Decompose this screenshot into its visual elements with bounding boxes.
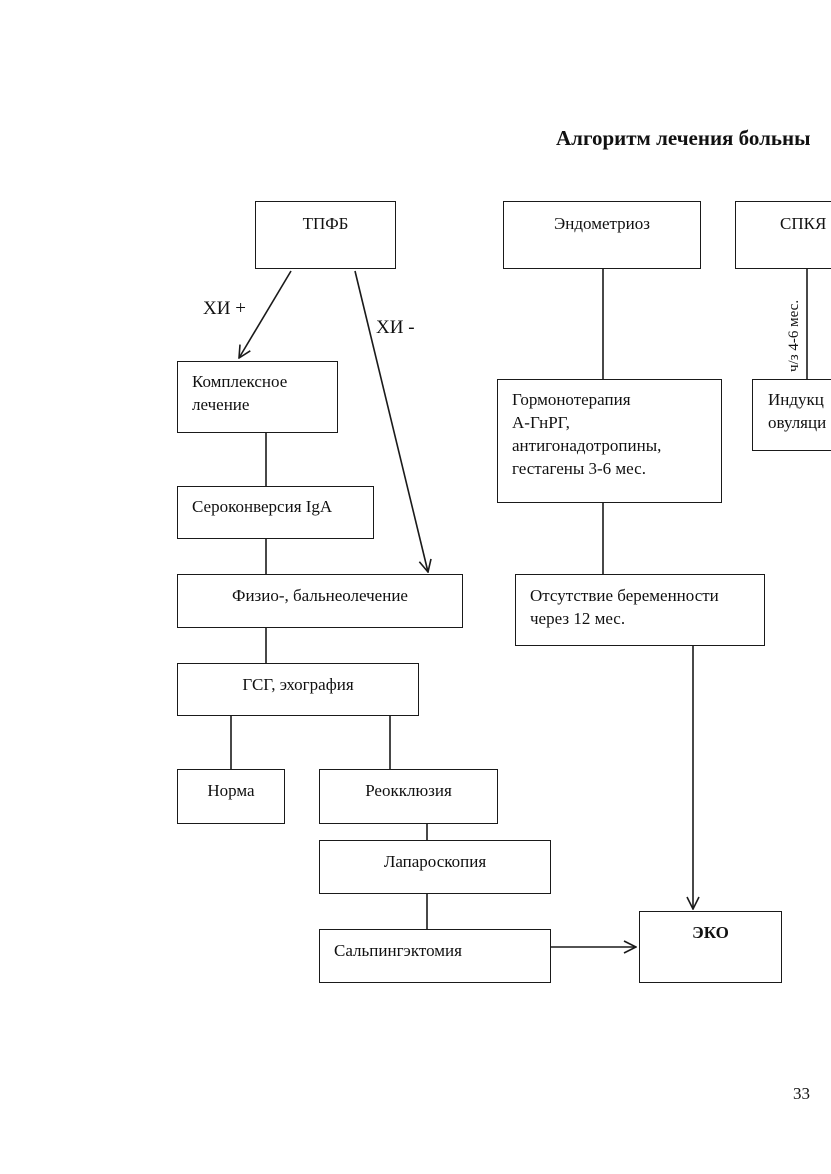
box-laparoscopy: Лапароскопия [319, 840, 551, 894]
box-no-pregnancy-label: Отсутствие беременности через 12 мес. [530, 586, 719, 628]
box-salpingectomy-label: Сальпингэктомия [334, 941, 462, 960]
box-endometriosis-label: Эндометриоз [554, 214, 650, 233]
label-hi-minus: ХИ - [376, 317, 415, 338]
label-hi-plus: ХИ + [203, 298, 246, 319]
box-salpingectomy: Сальпингэктомия [319, 929, 551, 983]
box-tpfb: ТПФБ [255, 201, 396, 269]
box-gsg: ГСГ, эхография [177, 663, 419, 716]
box-hormone-therapy-label: Гормонотерапия А-ГнРГ, антигонадотропины… [512, 390, 662, 478]
box-no-pregnancy: Отсутствие беременности через 12 мес. [515, 574, 765, 646]
arrow-hi-minus [354, 270, 428, 572]
box-endometriosis: Эндометриоз [503, 201, 701, 269]
box-norm: Норма [177, 769, 285, 824]
box-hormone-therapy: Гормонотерапия А-ГнРГ, антигонадотропины… [497, 379, 722, 503]
box-spky: СПКЯ [735, 201, 831, 269]
box-physio-label: Физио-, бальнеолечение [232, 586, 408, 605]
box-physio: Физио-, бальнеолечение [177, 574, 463, 628]
box-seroconversion: Сероконверсия IgA [177, 486, 374, 539]
box-laparoscopy-label: Лапароскопия [383, 852, 487, 871]
box-complex-treatment: Комплексное лечение [177, 361, 338, 433]
box-complex-treatment-label: Комплексное лечение [192, 372, 288, 414]
box-ovulation-induction-label: Индукц овуляци [768, 390, 827, 432]
box-reocclusion-label: Реокклюзия [365, 781, 452, 800]
box-spky-label: СПКЯ [780, 214, 827, 233]
arrow-hi-plus [239, 270, 292, 358]
diagram-title: Алгоритм лечения больны [556, 126, 811, 150]
box-eko: ЭКО [639, 911, 782, 983]
box-norm-label: Норма [207, 781, 255, 800]
box-seroconversion-label: Сероконверсия IgA [192, 497, 333, 516]
box-gsg-label: ГСГ, эхография [242, 675, 354, 694]
box-reocclusion: Реокклюзия [319, 769, 498, 824]
box-eko-label: ЭКО [692, 923, 729, 942]
label-interval: ч/з 4-6 мес. [786, 299, 802, 372]
box-tpfb-label: ТПФБ [302, 214, 349, 233]
page-number: 33 [793, 1084, 810, 1103]
box-ovulation-induction: Индукц овуляци [752, 379, 831, 451]
